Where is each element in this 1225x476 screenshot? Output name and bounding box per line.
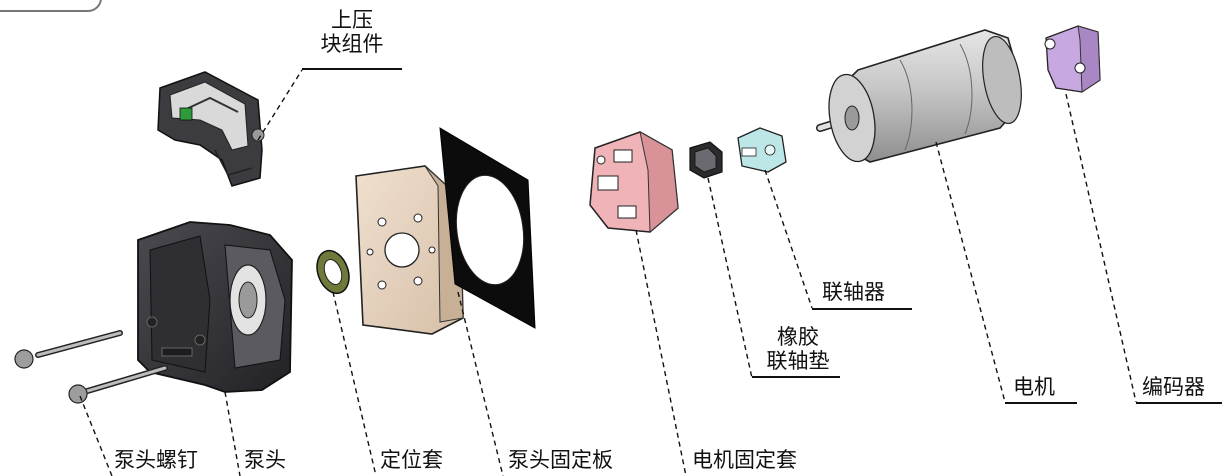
label-upper-block-line2: 块组件 [320, 32, 384, 56]
label-pump-head: 泵头 [244, 448, 286, 472]
label-encoder: 编码器 [1142, 375, 1205, 399]
label-coupling: 联轴器 [822, 280, 885, 304]
leader-pump-plate [457, 291, 504, 476]
label-motor: 电机 [1013, 375, 1055, 399]
label-upper-block: 上压 块组件 [302, 8, 402, 56]
motor-part [816, 29, 1022, 163]
underline-motor [1005, 402, 1077, 404]
leader-coupling [764, 169, 813, 309]
motor-mount-part [589, 131, 679, 234]
rubber-pad-part [689, 141, 723, 179]
label-upper-block-line1: 上压 [331, 8, 373, 32]
label-pump-head-screw: 泵头螺钉 [114, 448, 198, 472]
leader-locating-sleeve [332, 291, 377, 476]
label-rubber-line1: 橡胶 [777, 325, 819, 349]
encoder-part [1044, 25, 1101, 93]
leader-pump-screw [79, 395, 113, 476]
leader-encoder [1065, 93, 1137, 403]
leader-lines [79, 69, 1137, 476]
leader-upper-block [257, 69, 303, 141]
coupling-part [737, 127, 787, 173]
pump-head-screws [14, 330, 168, 404]
leader-pump-head [224, 391, 241, 476]
leader-rubber-pad [707, 177, 753, 379]
locating-sleeve-part [316, 249, 350, 295]
underline-coupling [812, 308, 912, 310]
leader-motor-mount [635, 229, 687, 476]
label-motor-mount: 电机固定套 [692, 448, 797, 472]
label-rubber-line2: 联轴垫 [766, 349, 830, 373]
leader-motor [935, 141, 1006, 403]
pump-head-part [137, 221, 293, 393]
underline-rubber-pad [752, 376, 840, 378]
label-rubber-coupling-pad: 橡胶 联轴垫 [752, 325, 844, 373]
label-pump-head-plate: 泵头固定板 [508, 448, 613, 472]
label-locating-sleeve: 定位套 [380, 448, 443, 472]
underline-encoder [1136, 402, 1222, 404]
underline-upper-block [302, 68, 402, 70]
gasket-part [439, 127, 536, 329]
upper-block-part [157, 71, 265, 187]
